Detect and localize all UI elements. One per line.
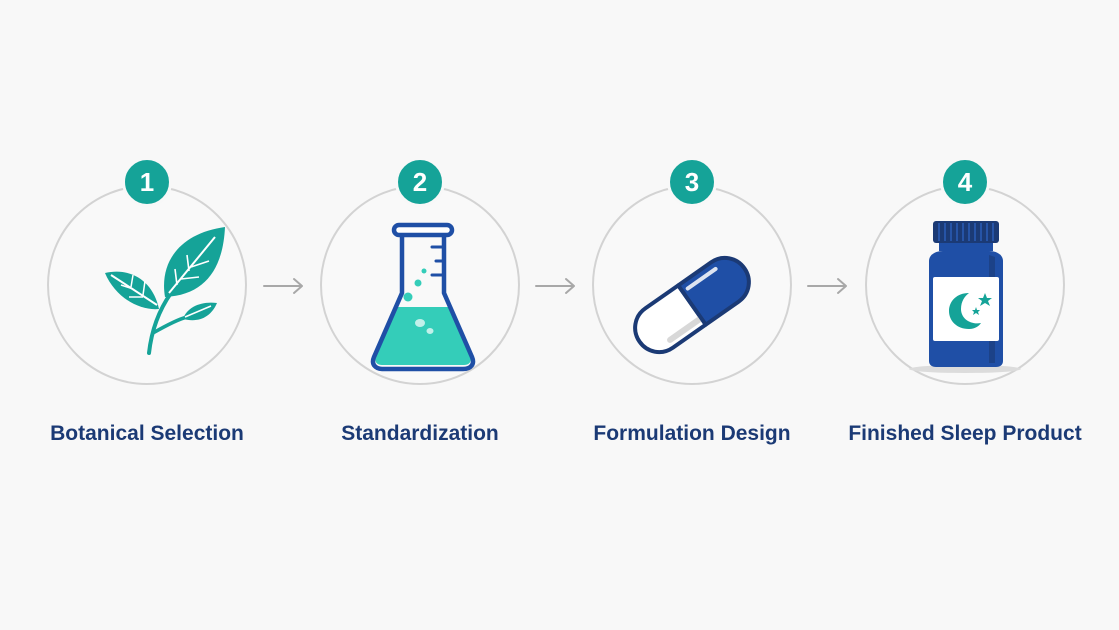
step-label: Finished Sleep Product (848, 422, 1082, 445)
arrow-right-icon (807, 278, 847, 294)
step-botanical-selection: 1 Botanical Selection (17, 157, 277, 460)
flask-icon (370, 222, 476, 372)
step-number-badge: 3 (667, 157, 717, 207)
step-standardization: 2 Standardization (290, 157, 550, 460)
step-label: Botanical Selection (50, 422, 244, 445)
step-number-badge: 4 (940, 157, 990, 207)
step-number-badge: 1 (122, 157, 172, 207)
step-formulation-design: 3 Formulation Design (562, 157, 822, 460)
step-number-badge: 2 (395, 157, 445, 207)
step-label: Formulation Design (593, 422, 791, 445)
arrow-right-icon (535, 278, 575, 294)
leaf-icon (105, 227, 225, 355)
step-label: Standardization (341, 422, 499, 445)
bottle-icon (909, 221, 1021, 373)
arrow-right-icon (263, 278, 303, 294)
capsule-icon (633, 255, 751, 355)
step-circle (592, 185, 792, 385)
step-finished-sleep-product: 4 Finished Sleep Product (835, 157, 1095, 460)
